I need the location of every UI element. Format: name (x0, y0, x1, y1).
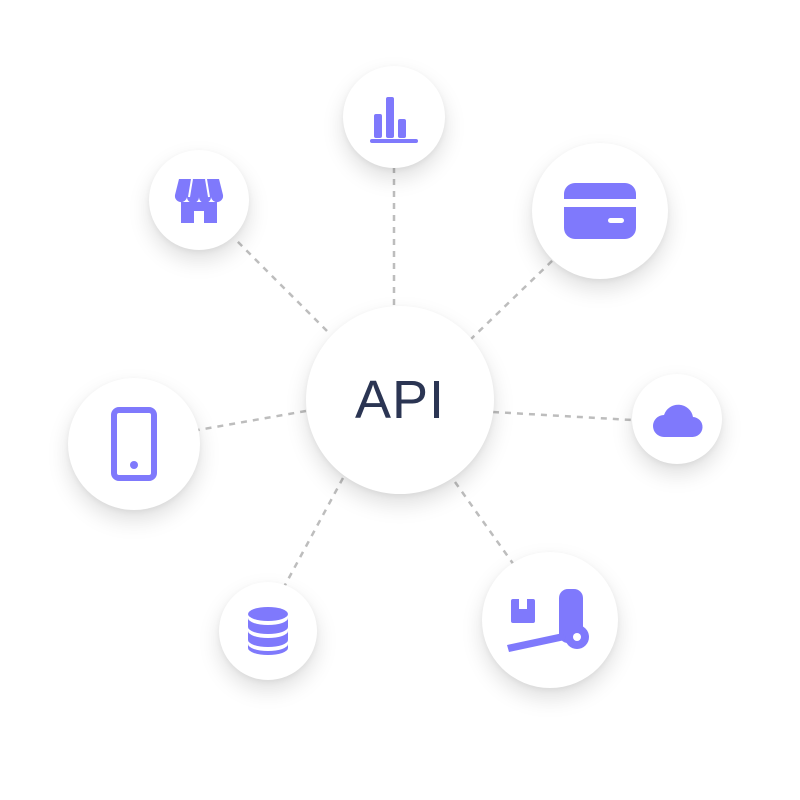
api-hub-node: API (306, 306, 494, 494)
connector-cloud (492, 410, 633, 422)
cloud-icon (653, 404, 703, 438)
mobile-node (68, 378, 200, 510)
smartphone-icon (111, 407, 157, 481)
connector-database (282, 477, 345, 588)
cloud-node (632, 374, 722, 464)
database-node (219, 582, 317, 680)
api-hub-label: API (354, 370, 446, 430)
connector-storefront (236, 240, 328, 332)
storefront-node (149, 150, 249, 250)
connector-mobile (197, 409, 307, 432)
credit-card-icon (564, 183, 636, 239)
storefront-icon (174, 178, 224, 223)
database-icon (248, 607, 288, 655)
bar-chart-icon (370, 97, 418, 143)
connector-payments (469, 259, 554, 341)
payments-node (532, 143, 668, 279)
hand-truck-icon (507, 589, 589, 652)
logistics-node (482, 552, 618, 688)
connector-logistics (453, 481, 516, 566)
analytics-node (343, 66, 445, 168)
